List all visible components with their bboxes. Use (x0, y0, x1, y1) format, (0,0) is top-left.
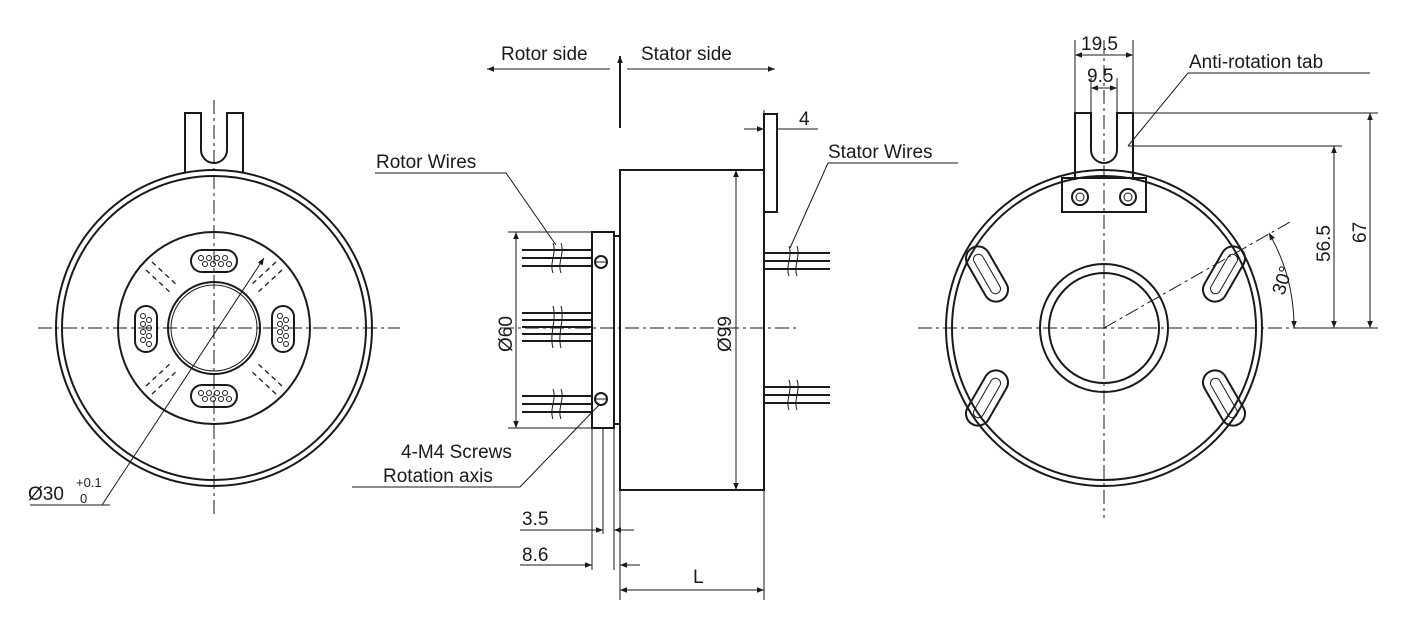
stator-wires-label: Stator Wires (828, 142, 933, 163)
rotor-end-view: Ø30 +0.1 0 (28, 100, 400, 518)
right-bore-outer (1039, 263, 1169, 393)
rotation-axis-label: Rotation axis (383, 466, 493, 487)
rotor-side-label: Rotor side (501, 44, 588, 65)
right-housing-outer (945, 169, 1263, 487)
angle-label: 30° (1269, 264, 1298, 298)
left-anti-rotation-tab (184, 112, 244, 172)
rotor-wire-bundles (522, 242, 592, 420)
left-bore-circle (167, 281, 261, 375)
side-anti-rotation-tab (763, 113, 778, 213)
right-bore-inner (1048, 272, 1160, 384)
right-anti-rotation-tab (1074, 112, 1134, 180)
height-56-label: 56.5 (1314, 225, 1335, 262)
tab-slot-label: 9.5 (1087, 66, 1113, 87)
tab-thickness-label: 4 (799, 109, 810, 130)
body-diameter-label: Ø99 (715, 316, 736, 352)
left-flange-circle (117, 231, 311, 425)
stator-wire-bundles (764, 245, 830, 411)
anti-rotation-tab-label: Anti-rotation tab (1189, 52, 1323, 73)
left-hidden-screw-holes (145, 261, 283, 395)
bore-tolerance-upper: +0.1 (76, 475, 102, 490)
flange-diameter-label: Ø60 (496, 316, 517, 352)
left-housing-outer (55, 169, 373, 487)
left-wire-slots (134, 249, 295, 408)
bore-diameter-label: Ø30 (28, 484, 64, 505)
flange-offset-label: 8.6 (522, 545, 548, 566)
stator-end-view: 30° 19.5 9.5 Anti-rotation tab 56.5 67 (918, 34, 1378, 518)
housing-body (619, 169, 765, 491)
stator-side-label: Stator side (641, 44, 732, 65)
side-view: Rotor side Stator side (352, 44, 958, 600)
flange-thickness-label: 3.5 (522, 509, 548, 530)
rotor-wires-label: Rotor Wires (376, 152, 476, 173)
tab-width-label: 19.5 (1081, 34, 1118, 55)
length-label: L (693, 567, 704, 588)
height-67-label: 67 (1350, 222, 1371, 243)
right-wire-slots (965, 245, 1246, 427)
bore-tolerance-lower: 0 (80, 491, 87, 506)
screws-label: 4-M4 Screws (401, 442, 512, 463)
